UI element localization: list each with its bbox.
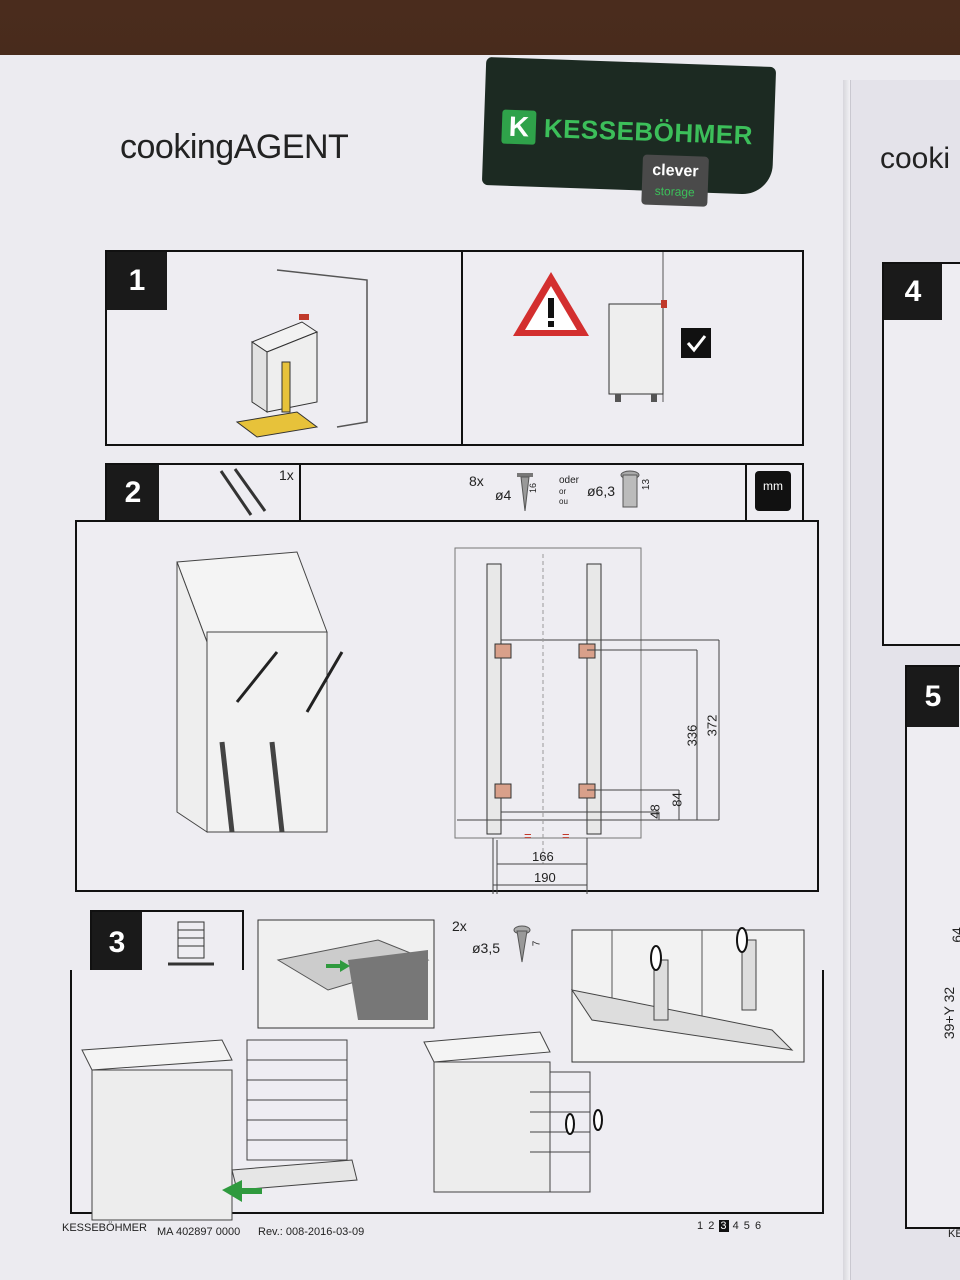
step-5-panel: 5 64 39+Y 32 [905,665,960,1229]
document-title: cookingAGENT [120,128,349,166]
step-number: 1 [107,252,167,310]
small-screw-icon [513,925,531,963]
step-2-panel: 336 372 48 84 = = 166 190 [75,520,819,894]
screw-diameter-b: ø6,3 [587,483,616,499]
pullout-frame-icon [168,921,214,966]
rail-parts-icon [219,468,267,516]
step-number: 2 [107,465,159,521]
step-1-panel: 1 [105,250,465,446]
cabinet-side-illustration [608,252,667,402]
next-page-title: cooki [880,142,951,175]
footer-doc-number: MA 402897 0000 [157,1226,241,1238]
next-page-footer: KE [948,1228,960,1240]
brand-name: KESSEBÖHMER [543,113,754,151]
step-3-header: 3 [90,910,244,976]
storage-label: storage [654,183,695,200]
dimension-190: 190 [534,870,556,885]
footer-revision: Rev.: 008-2016-03-09 [258,1226,365,1238]
page-number: 4 [732,1220,740,1232]
alt-word-ou: ou [559,497,568,506]
clever-storage-badge: clever storage [641,154,709,207]
step-1-panel-check [461,250,804,446]
side-dimension-39y32: 39+Y 32 [941,986,958,1040]
side-dimension-64: 64 [948,927,960,943]
rail-detail-closeup [257,919,435,1029]
clever-label: clever [652,161,699,181]
screw-length: 7 [531,940,543,947]
page-number: 6 [754,1220,763,1232]
page-indicator: 1 2 3 4 5 6 [697,1220,762,1232]
brand-logo: K KESSEBÖHMER clever storage [481,56,777,207]
euro-screw-icon [620,470,640,508]
equal-mark-left: = [524,828,532,843]
rail-position-diagram [454,547,720,894]
brand-initial-icon: K [501,109,537,145]
step-number: 4 [884,264,942,320]
page-number: 2 [708,1220,716,1232]
step-number: 5 [907,667,959,727]
alt-word-oder: oder [559,475,580,486]
step-4-panel: 4 [882,262,960,646]
cabinet-leveling-illustration [235,269,368,438]
screw-quantity: 8x [469,473,484,489]
dimension-336: 336 [684,724,700,747]
screw-length-b: 13 [641,478,653,491]
cabinet-pullout-insert-illustration [81,1039,358,1221]
screw-length-a: 16 [528,482,539,494]
step-number: 3 [92,912,142,974]
header-divider-right [745,465,747,521]
dimension-84: 84 [669,792,685,807]
screw-quantity: 2x [452,918,467,934]
current-page-number: 3 [719,1220,729,1232]
alt-word-or: or [559,487,567,496]
screw-diameter: ø3,5 [472,940,501,956]
page-number: 5 [743,1220,751,1232]
equal-mark-right: = [562,828,570,843]
screw-diameter-a: ø4 [495,487,512,503]
step-3-panel: 2x ø3,5 7 [70,918,824,1221]
rail-quantity: 1x [279,467,294,483]
checkmark-icon [681,328,711,358]
dimension-372: 372 [704,714,720,737]
wood-screw-icon [517,473,533,512]
dimension-166: 166 [532,849,554,864]
cabinet-fixed-pullout-illustration [423,1031,603,1193]
footer-company: KESSEBÖHMER [62,1222,147,1234]
screwdriver-fixing-closeup [570,927,805,1063]
cabinet-rail-mounting-illustration [176,551,344,833]
unit-badge: mm [755,471,791,511]
unit-label: mm [763,479,783,493]
warning-icon [513,272,589,336]
header-divider [299,465,301,521]
page-number: 1 [697,1220,705,1232]
dimension-48: 48 [647,804,663,819]
step-2-header: 2 1x 8x ø4 16 oder or ou ø6,3 13 mm [105,463,804,523]
